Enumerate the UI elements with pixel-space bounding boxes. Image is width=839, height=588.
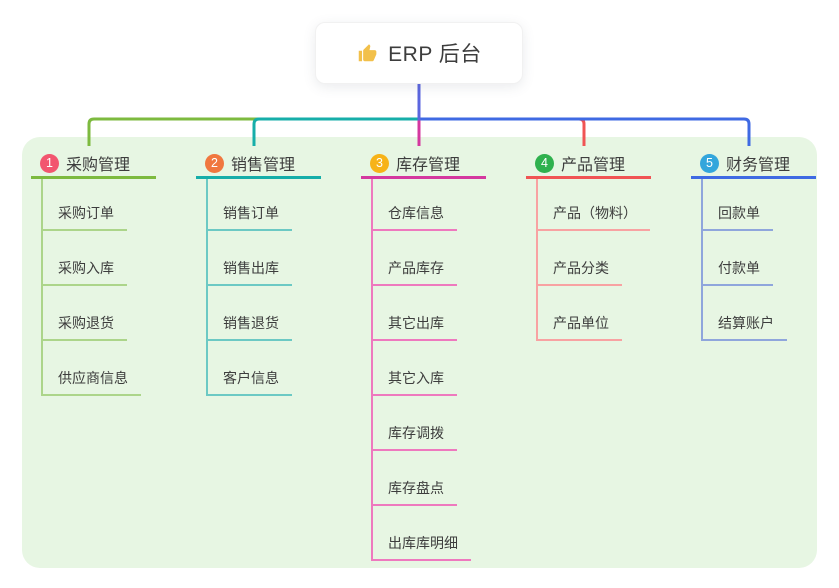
thumbs-up-icon (358, 44, 377, 62)
child-node[interactable]: 销售出库 (206, 258, 292, 286)
child-node[interactable]: 采购退货 (41, 313, 127, 341)
branch-node-1[interactable]: 1 采购管理 (31, 150, 156, 179)
child-node[interactable]: 结算账户 (701, 313, 787, 341)
child-node[interactable]: 采购入库 (41, 258, 127, 286)
child-node[interactable]: 库存盘点 (371, 478, 457, 506)
branch-number-badge: 4 (535, 153, 554, 173)
mindmap-panel (22, 137, 817, 568)
branch-title: 库存管理 (396, 157, 461, 174)
branch-title: 财务管理 (726, 157, 791, 174)
child-node[interactable]: 客户信息 (206, 368, 292, 396)
child-node[interactable]: 采购订单 (41, 203, 127, 231)
branch-child-rail (206, 179, 208, 396)
child-node[interactable]: 销售订单 (206, 203, 292, 231)
branch-child-rail (41, 179, 43, 396)
branch-number-badge: 1 (40, 153, 59, 173)
branch-number-badge: 5 (700, 153, 719, 173)
child-node[interactable]: 库存调拨 (371, 423, 457, 451)
root-node[interactable]: ERP 后台 (315, 22, 523, 84)
branch-number-badge: 3 (370, 153, 389, 173)
child-node[interactable]: 供应商信息 (41, 368, 141, 396)
branch-node-4[interactable]: 4 产品管理 (526, 150, 651, 179)
child-node[interactable]: 仓库信息 (371, 203, 457, 231)
branch-title: 产品管理 (561, 157, 626, 174)
branch-title: 采购管理 (66, 157, 131, 174)
child-node[interactable]: 产品分类 (536, 258, 622, 286)
child-node[interactable]: 产品（物料） (536, 203, 650, 231)
child-node[interactable]: 出库库明细 (371, 533, 471, 561)
child-node[interactable]: 付款单 (701, 258, 773, 286)
branch-child-rail (536, 179, 538, 341)
branch-child-rail (701, 179, 703, 341)
child-node[interactable]: 其它出库 (371, 313, 457, 341)
root-title: ERP 后台 (388, 43, 482, 66)
child-node[interactable]: 回款单 (701, 203, 773, 231)
branch-node-2[interactable]: 2 销售管理 (196, 150, 321, 179)
child-node[interactable]: 销售退货 (206, 313, 292, 341)
branch-title: 销售管理 (231, 157, 296, 174)
child-node[interactable]: 产品库存 (371, 258, 457, 286)
branch-node-3[interactable]: 3 库存管理 (361, 150, 486, 179)
branch-child-rail (371, 179, 373, 561)
branch-number-badge: 2 (205, 153, 224, 173)
child-node[interactable]: 其它入库 (371, 368, 457, 396)
branch-node-5[interactable]: 5 财务管理 (691, 150, 816, 179)
child-node[interactable]: 产品单位 (536, 313, 622, 341)
